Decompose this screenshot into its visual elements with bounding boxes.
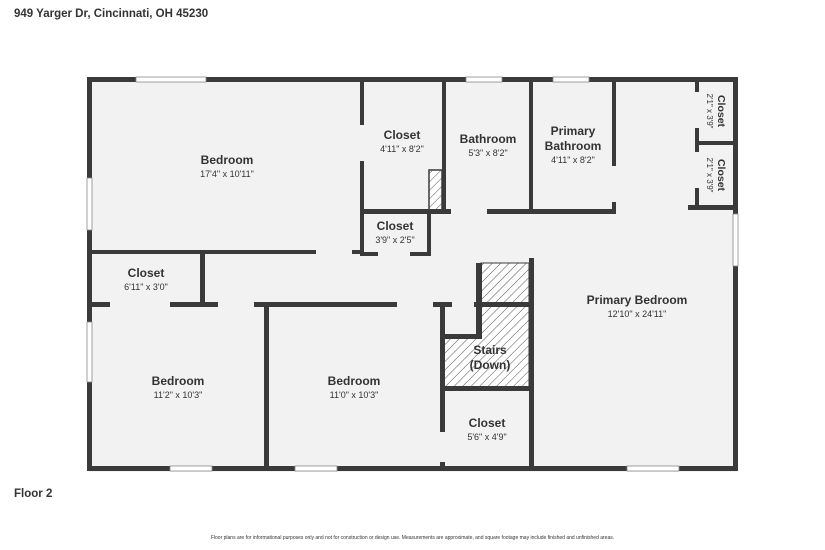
primary-bedroom-name: Primary Bedroom xyxy=(587,293,688,307)
closet-bottom-dims: 5'6" x 4'9" xyxy=(467,432,506,442)
closet-left-dims: 6'11" x 3'0" xyxy=(124,282,168,292)
closet-top-dims: 4'11" x 8'2" xyxy=(380,144,424,154)
stairs-name-line2: (Down) xyxy=(470,358,511,372)
room-labels: Bedroom 17'4" x 10'11" Closet 4'11" x 8'… xyxy=(124,124,687,442)
primary-bathroom-name-line1: Primary xyxy=(551,124,596,138)
closet-right-1-name: Closet xyxy=(715,95,727,128)
closet-right-2-dims: 2'1" x 3'9" xyxy=(705,158,714,193)
closet-left-name: Closet xyxy=(128,266,165,280)
bedroom-bottom-left-name: Bedroom xyxy=(152,374,205,388)
bedroom-top-left-dims: 17'4" x 10'11" xyxy=(200,169,254,179)
closet-small-dims: 3'9" x 2'5" xyxy=(375,235,414,245)
closet-bottom-name: Closet xyxy=(469,416,506,430)
floor-label: Floor 2 xyxy=(14,488,53,500)
closet-right-1-dims: 2'1" x 3'9" xyxy=(705,94,714,129)
closet-right-1-label: Closet 2'1" x 3'9" xyxy=(705,94,727,129)
bedroom-top-left-name: Bedroom xyxy=(201,153,254,167)
bathroom-dims: 5'3" x 8'2" xyxy=(468,148,507,158)
bedroom-bottom-mid-dims: 11'0" x 10'3" xyxy=(330,390,379,400)
bedroom-bottom-left-dims: 11'2" x 10'3" xyxy=(154,390,203,400)
primary-bathroom-name-line2: Bathroom xyxy=(545,139,602,153)
primary-bedroom-dims: 12'10" x 24'11" xyxy=(608,309,667,319)
floor-area xyxy=(89,78,737,472)
bathroom-name: Bathroom xyxy=(460,132,517,146)
closet-right-2-label: Closet 2'1" x 3'9" xyxy=(705,158,727,193)
doors-openings xyxy=(110,92,699,462)
closet-small-name: Closet xyxy=(377,219,414,233)
bedroom-bottom-mid-name: Bedroom xyxy=(328,374,381,388)
windows xyxy=(86,76,739,472)
primary-bathroom-dims: 4'11" x 8'2" xyxy=(551,155,595,165)
closet-top-name: Closet xyxy=(384,128,421,142)
disclaimer-text: Floor plans are for informational purpos… xyxy=(210,535,615,541)
stairs-name-line1: Stairs xyxy=(473,343,507,357)
property-address: 949 Yarger Dr, Cincinnati, OH 45230 xyxy=(14,8,209,20)
shaft-hatch xyxy=(428,169,443,211)
walls xyxy=(87,77,738,471)
closet-right-2-name: Closet xyxy=(715,159,727,192)
